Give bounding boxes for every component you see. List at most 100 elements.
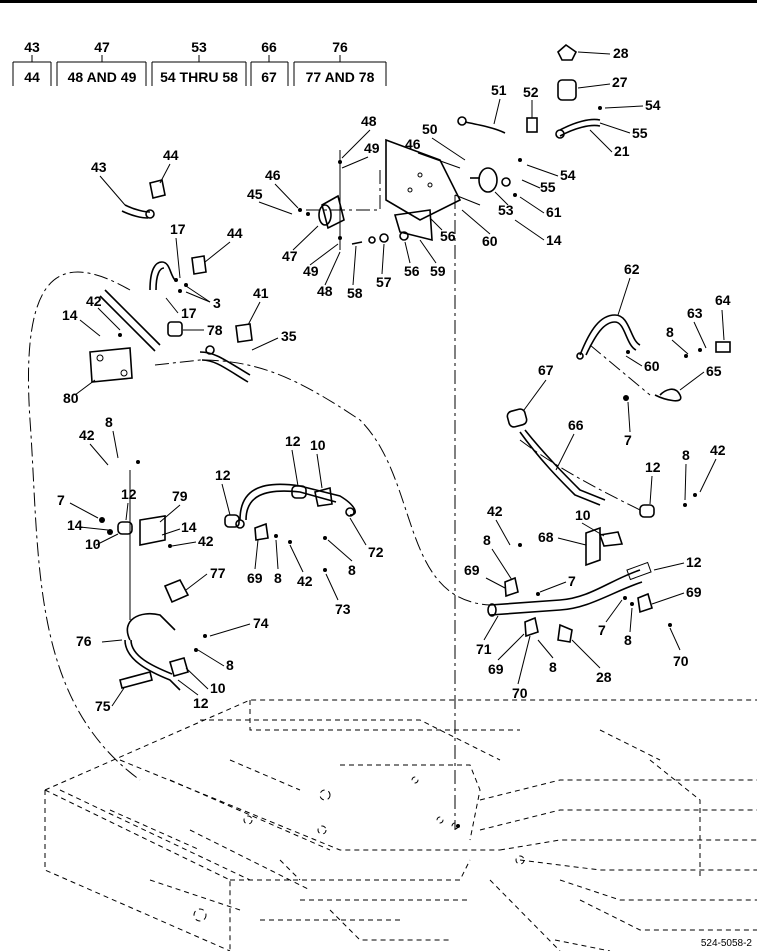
callout-48-bottom: 48 [317,283,333,299]
header-bottom-54-thru-58: 54 THRU 58 [160,69,238,85]
phantom-routing-lines [28,170,651,830]
callout-8-right: 8 [666,324,674,340]
callout-10-right: 10 [575,507,591,523]
cable-65 [654,388,682,402]
callout-42-right-mid: 42 [487,503,503,519]
callout-71: 71 [476,641,492,657]
header-group-47: 47 48 AND 49 [56,39,147,86]
callout-41: 41 [253,285,269,301]
callout-12-center-left: 12 [215,467,231,483]
callout-76: 76 [76,633,92,649]
header-group-53: 53 54 THRU 58 [151,39,247,86]
callout-70-right: 70 [673,653,689,669]
terminal-64 [715,341,731,353]
callout-14-top: 14 [546,232,562,248]
callout-52: 52 [523,84,539,100]
header-top-43: 43 [24,39,40,55]
callout-74: 74 [253,615,269,631]
callout-69-right-b: 69 [686,584,702,600]
callout-63: 63 [687,305,703,321]
leader-lines [69,51,725,707]
cable-72 [235,483,356,529]
callout-44-top: 44 [163,147,179,163]
header-top-47: 47 [94,39,110,55]
callout-70-center: 70 [512,685,528,701]
callout-69-right-a: 69 [464,562,480,578]
callout-55: 55 [632,125,648,141]
callout-66: 66 [568,417,584,433]
callout-65: 65 [706,363,722,379]
clamp-12-left-top [117,521,133,535]
callout-47: 47 [282,248,298,264]
callout-75: 75 [95,698,111,714]
clamp-10-center [314,486,333,507]
callout-59: 59 [430,263,446,279]
callout-49-top: 49 [364,140,380,156]
callout-50: 50 [422,121,438,137]
switch-53 [470,167,511,193]
callout-35: 35 [281,328,297,344]
callout-60-right: 60 [644,358,660,374]
callout-7-mid: 7 [568,573,576,589]
connector-67 [506,408,528,428]
cable-76 [124,613,181,691]
callout-58: 58 [347,285,363,301]
callout-64: 64 [715,292,731,308]
part-28-bottom [557,623,573,643]
callout-8-right-top: 8 [682,447,690,463]
callout-3: 3 [213,295,221,311]
header-bottom-48-and-49: 48 AND 49 [68,69,137,85]
header-bottom-67: 67 [261,69,277,85]
header-group-43: 43 44 [12,39,52,86]
callout-10-left-low: 10 [210,680,226,696]
part-27 [557,79,577,101]
header-bottom-44: 44 [24,69,40,85]
callout-67: 67 [538,362,554,378]
callout-10-left: 10 [85,536,101,552]
callout-69-right-c: 69 [488,661,504,677]
cable-21 [555,118,601,139]
switch-47 [318,150,345,250]
terminal-44-top [149,179,166,199]
callout-61: 61 [546,204,562,220]
callout-56-b: 56 [404,263,420,279]
callout-10-center: 10 [310,437,326,453]
callout-42-right-top: 42 [710,442,726,458]
cable-43 [121,204,155,219]
callout-46-top: 46 [405,136,421,152]
callout-51: 51 [491,82,507,98]
callout-42-left-mid: 42 [79,427,95,443]
callout-7-left: 7 [57,492,65,508]
bracket-80 [89,347,133,383]
callout-42-left-low: 42 [198,533,214,549]
vehicle-frame [44,699,757,951]
callout-14-left: 14 [62,307,78,323]
callout-8-left-low: 8 [226,657,234,673]
figure-number: 524-5058-2 [701,938,753,949]
cable-62 [576,314,641,360]
part-28-top [557,43,578,61]
cable-51 [457,116,506,134]
callout-43: 43 [91,159,107,175]
callout-54: 54 [645,97,661,113]
bracket-60 [385,138,481,221]
header-group-76: 76 77 AND 78 [293,39,387,86]
callout-46-left: 46 [265,167,281,183]
callout-54-b: 54 [560,167,576,183]
callout-14-left-b: 14 [181,519,197,535]
bracket-79 [129,470,166,620]
callout-72: 72 [368,544,384,560]
clamp-10-right [598,531,624,547]
callout-27: 27 [612,74,628,90]
cable-71 [487,561,652,617]
header-top-66: 66 [261,39,277,55]
callout-12-center: 12 [285,433,301,449]
callout-62: 62 [624,261,640,277]
callout-12-right-mid: 12 [686,554,702,570]
clamp-12-right [639,504,655,518]
callout-17-top: 17 [170,221,186,237]
callout-56-a: 56 [440,228,456,244]
callout-48-top: 48 [361,113,377,129]
callout-8-center: 8 [274,570,282,586]
